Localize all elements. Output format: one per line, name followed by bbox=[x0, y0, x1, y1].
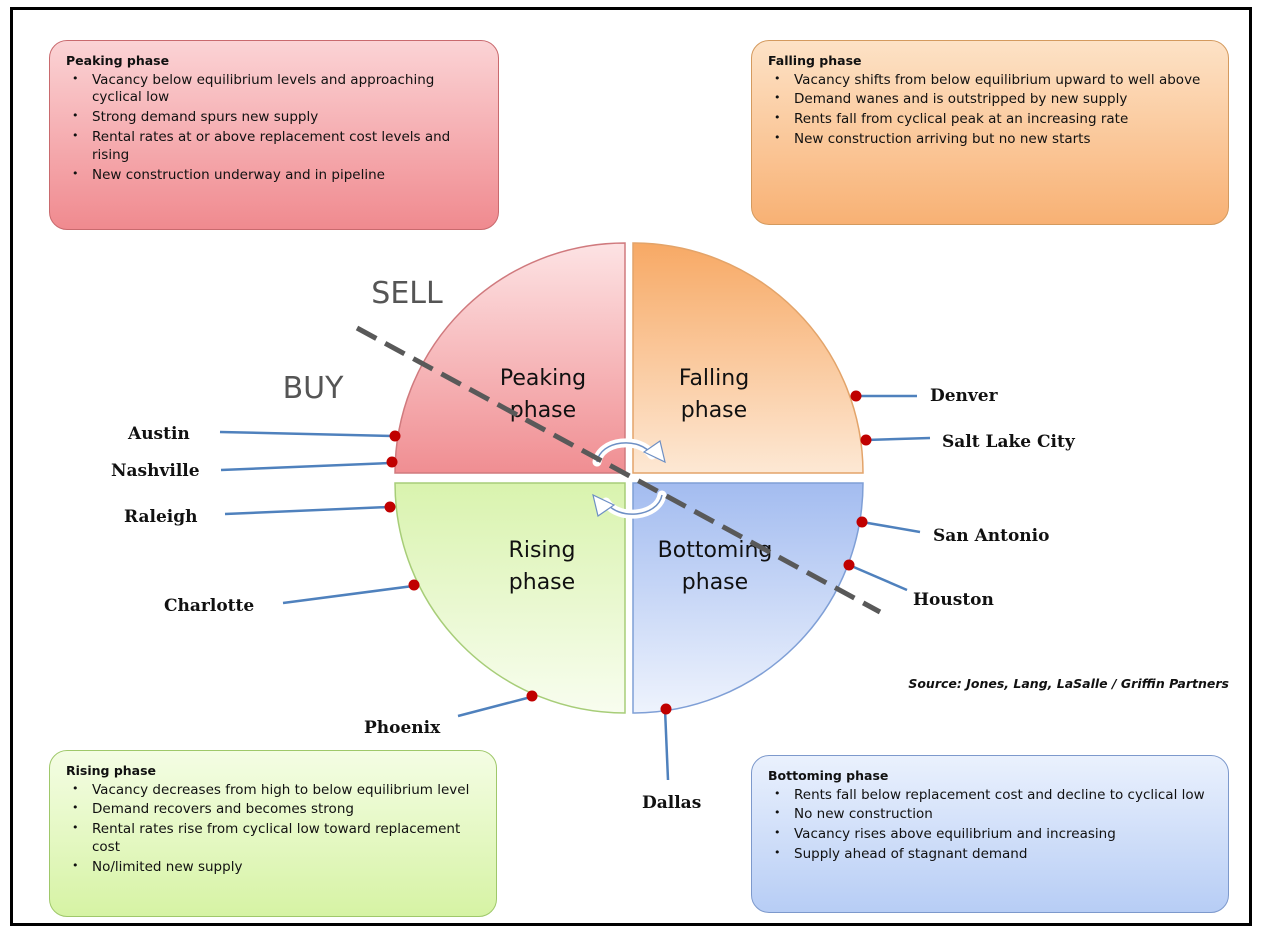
peaking-bullet-list: Vacancy below equilibrium levels and app… bbox=[66, 72, 482, 185]
rising-box-title: Rising phase bbox=[66, 763, 157, 778]
buy-label: BUY bbox=[283, 371, 345, 406]
charlotte-leader-line bbox=[282, 584, 414, 605]
bottoming-phase-box: Bottoming phase Rents fall below replace… bbox=[751, 755, 1229, 913]
falling-quadrant-label-line2: phase bbox=[681, 398, 747, 423]
raleigh-leader-line bbox=[224, 505, 390, 516]
city-label-nashville: Nashville bbox=[111, 461, 200, 481]
san-antonio-marker bbox=[856, 516, 868, 528]
falling-phase-box: Falling phase Vacancy shifts from below … bbox=[751, 40, 1229, 225]
nashville-leader-line bbox=[220, 461, 392, 472]
sell-label: SELL bbox=[371, 276, 443, 311]
list-item: New construction arriving but no new sta… bbox=[774, 131, 1212, 149]
list-item: Rents fall from cyclical peak at an incr… bbox=[774, 111, 1212, 129]
phoenix-leader-line bbox=[457, 695, 532, 718]
list-item: New construction underway and in pipelin… bbox=[72, 167, 482, 185]
city-label-san-antonio: San Antonio bbox=[933, 526, 1049, 546]
rising-quadrant-label-line2: phase bbox=[509, 570, 575, 595]
peaking-quadrant-label-line2: phase bbox=[510, 398, 576, 423]
dallas-marker bbox=[660, 703, 672, 715]
san-antonio-leader-line bbox=[861, 520, 921, 534]
houston-leader-line bbox=[848, 563, 908, 592]
falling-box-title: Falling phase bbox=[768, 53, 862, 68]
list-item: Supply ahead of stagnant demand bbox=[774, 846, 1212, 864]
salt-lake-city-leader-line bbox=[865, 436, 931, 442]
rising-quadrant-label-line1: Rising bbox=[509, 538, 576, 563]
city-label-austin: Austin bbox=[127, 424, 190, 444]
list-item: Vacancy decreases from high to below equ… bbox=[72, 782, 480, 800]
austin-leader-line bbox=[219, 430, 394, 438]
list-item: No/limited new supply bbox=[72, 859, 480, 877]
peaking-quadrant bbox=[394, 242, 626, 474]
city-label-dallas: Dallas bbox=[642, 793, 701, 813]
denver-marker bbox=[850, 390, 862, 402]
list-item: Strong demand spurs new supply bbox=[72, 109, 482, 127]
peaking-phase-box: Peaking phase Vacancy below equilibrium … bbox=[49, 40, 499, 230]
list-item: Vacancy below equilibrium levels and app… bbox=[72, 72, 482, 108]
austin-marker bbox=[389, 430, 401, 442]
charlotte-marker bbox=[408, 579, 420, 591]
rising-phase-box: Rising phase Vacancy decreases from high… bbox=[49, 750, 497, 917]
city-label-denver: Denver bbox=[930, 386, 999, 406]
list-item: Rental rates at or above replacement cos… bbox=[72, 129, 482, 165]
list-item: Demand recovers and becomes strong bbox=[72, 801, 480, 819]
list-item: No new construction bbox=[774, 806, 1212, 824]
city-label-houston: Houston bbox=[913, 590, 994, 610]
rising-bullet-list: Vacancy decreases from high to below equ… bbox=[66, 782, 480, 877]
phoenix-marker bbox=[526, 690, 538, 702]
city-label-charlotte: Charlotte bbox=[164, 596, 254, 616]
cycle-arrows-icon bbox=[592, 438, 667, 519]
list-item: Vacancy rises above equilibrium and incr… bbox=[774, 826, 1212, 844]
falling-quadrant-label-line1: Falling bbox=[679, 366, 749, 391]
rising-quadrant bbox=[394, 482, 626, 714]
bottoming-quadrant-label-line2: phase bbox=[682, 570, 748, 595]
list-item: Vacancy shifts from below equilibrium up… bbox=[774, 72, 1212, 90]
city-label-salt-lake-city: Salt Lake City bbox=[942, 432, 1076, 452]
houston-marker bbox=[843, 559, 855, 571]
bottoming-quadrant bbox=[632, 482, 864, 714]
falling-bullet-list: Vacancy shifts from below equilibrium up… bbox=[768, 72, 1212, 149]
bottoming-bullet-list: Rents fall below replacement cost and de… bbox=[768, 787, 1212, 864]
peaking-box-title: Peaking phase bbox=[66, 53, 170, 68]
list-item: Demand wanes and is outstripped by new s… bbox=[774, 91, 1212, 109]
raleigh-marker bbox=[384, 501, 396, 513]
salt-lake-city-marker bbox=[860, 434, 872, 446]
city-leader-lines bbox=[219, 394, 931, 781]
bottoming-box-title: Bottoming phase bbox=[768, 768, 889, 783]
falling-quadrant bbox=[632, 242, 864, 474]
city-label-raleigh: Raleigh bbox=[124, 507, 198, 527]
list-item: Rental rates rise from cyclical low towa… bbox=[72, 821, 480, 857]
list-item: Rents fall below replacement cost and de… bbox=[774, 787, 1212, 805]
peaking-quadrant-label-line1: Peaking bbox=[500, 366, 586, 391]
sell-buy-divider-line bbox=[355, 325, 882, 615]
city-markers bbox=[384, 390, 872, 715]
dallas-leader-line bbox=[663, 708, 670, 781]
source-citation: Source: Jones, Lang, LaSalle / Griffin P… bbox=[908, 676, 1229, 691]
nashville-marker bbox=[386, 456, 398, 468]
city-label-phoenix: Phoenix bbox=[364, 718, 441, 738]
